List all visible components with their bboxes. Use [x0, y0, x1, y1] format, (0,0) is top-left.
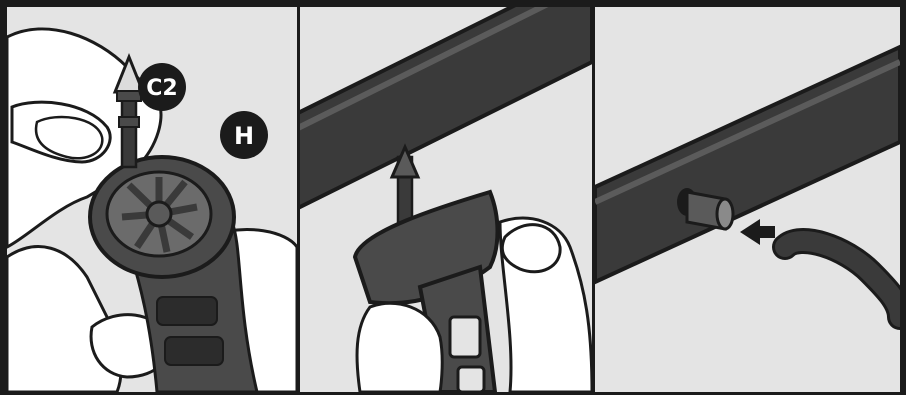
step-1-illustration: C2 H — [7, 7, 297, 392]
badge-c2-label: C2 — [146, 76, 177, 101]
badge-c2: C2 — [138, 63, 186, 111]
step-2-illustration — [300, 7, 592, 392]
arrow-icon — [740, 219, 775, 245]
badge-h-label: H — [234, 122, 254, 150]
hand-thumb-shape — [502, 225, 560, 272]
step-3-illustration — [595, 7, 900, 392]
badge-h: H — [220, 111, 268, 159]
tube-icon — [300, 7, 592, 212]
step-panel-3 — [595, 7, 900, 392]
step-panel-1: C2 H — [7, 7, 297, 392]
step-panel-2 — [300, 7, 592, 392]
